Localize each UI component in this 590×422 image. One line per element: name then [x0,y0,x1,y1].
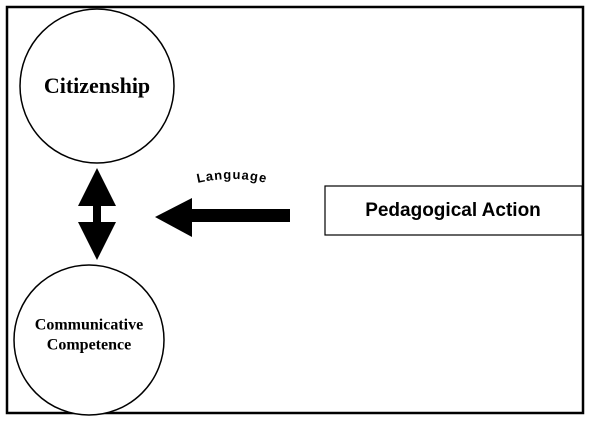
bidirectional-arrow [78,168,116,260]
language-arrow-shaft [186,209,290,222]
language-label-path: Language [195,167,268,186]
language-arrow-head [155,198,192,237]
pedagogical-action-label: Pedagogical Action [365,200,541,221]
citizenship-label: Citizenship [44,73,150,98]
outer-frame [5,5,585,415]
language-arrow: Language [155,167,290,237]
arrow-head-down [78,222,116,260]
language-label: Language [195,167,269,186]
citizenship-node: Citizenship [19,8,175,164]
communicative-competence-circle [13,264,165,416]
communicative-label-line2: Competence [47,337,131,354]
communicative-competence-node: Communicative Competence [13,264,165,416]
communicative-label-line1: Communicative [35,317,143,334]
arrow-head-up [78,168,116,206]
pedagogical-action-box [324,185,583,236]
pedagogical-action-node: Pedagogical Action [324,185,583,236]
citizenship-circle [19,8,175,164]
arrow-shaft [93,204,101,224]
